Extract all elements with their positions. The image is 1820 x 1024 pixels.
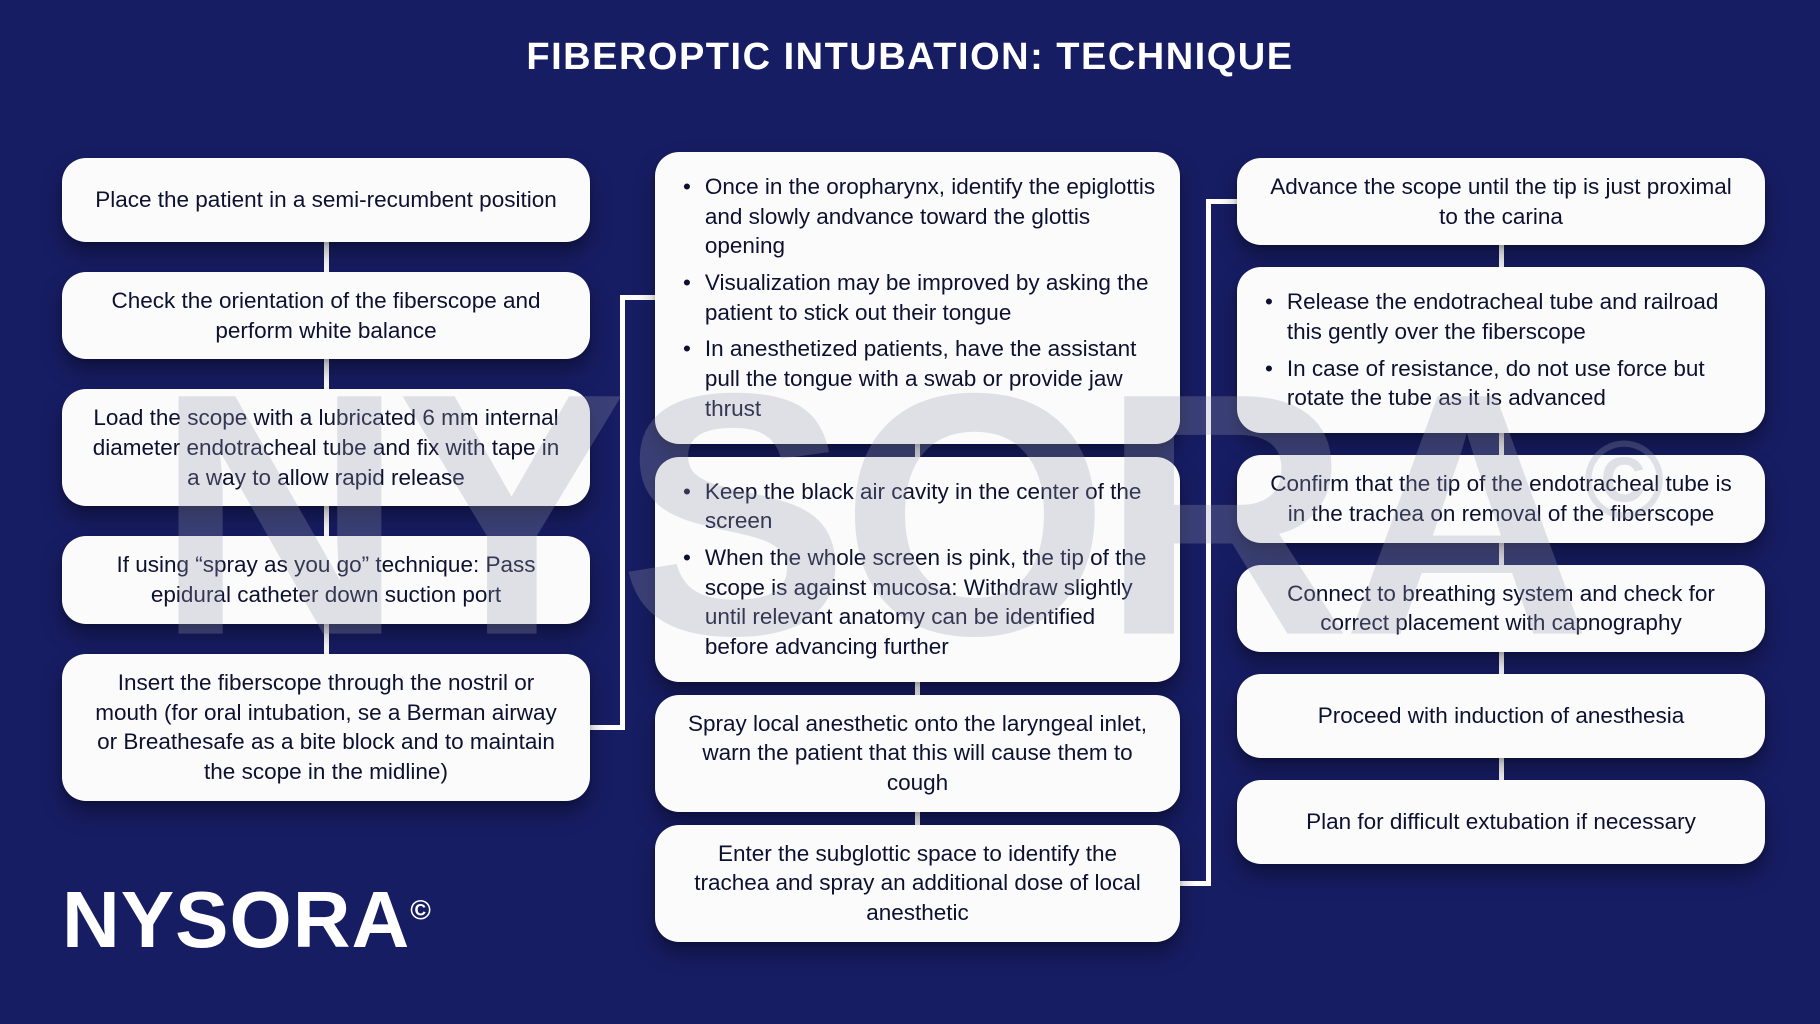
bullet-text: When the whole screen is pink, the tip o… (704, 544, 1147, 659)
flow-box: Confirm that the tip of the endotracheal… (1237, 455, 1765, 543)
column-left: Place the patient in a semi-recumbent po… (62, 158, 590, 801)
box-text: Check the orientation of the fiberscope … (111, 288, 541, 343)
flow-box: • Once in the oropharynx, identify the ep… (655, 152, 1180, 444)
bullet-icon: • (683, 174, 691, 199)
connector-line (590, 724, 625, 730)
flow-box: Proceed with induction of anesthesia (1237, 673, 1765, 758)
flow-box: Spray local anesthetic onto the laryngea… (655, 694, 1180, 812)
box-text: Spray local anesthetic onto the laryngea… (687, 710, 1148, 795)
flow-box: • Release the endotracheal tube and railr… (1237, 267, 1765, 434)
column-right: Advance the scope until the tip is just … (1237, 158, 1765, 864)
bullet-text: Visualization may be improved by asking … (704, 270, 1149, 325)
bullet-item: • Release the endotracheal tube and railr… (1265, 287, 1741, 346)
copyright-icon: © (410, 894, 432, 926)
bullet-text: Release the endotracheal tube and railro… (1286, 289, 1719, 345)
box-text: If using “spray as you go” technique: Pa… (116, 552, 536, 608)
flow-box: Connect to breathing system and check fo… (1237, 564, 1765, 652)
bullet-item: • Keep the black air cavity in the center… (683, 477, 1156, 536)
box-text: Place the patient in a semi-recumbent po… (95, 187, 557, 213)
bullet-item: • In anesthetized patients, have the assi… (683, 334, 1156, 423)
logo-text: NYSORA (62, 875, 411, 964)
bullet-item: • When the whole screen is pink, the tip … (683, 543, 1156, 662)
connector-line (1206, 199, 1211, 886)
box-text: Plan for difficult extubation if necessa… (1306, 809, 1696, 835)
flow-box: Insert the fiberscope through the nostri… (62, 653, 590, 801)
bullet-icon: • (683, 478, 691, 504)
flow-box: Check the orientation of the fiberscope … (62, 272, 590, 360)
bullet-text: Once in the oropharynx, identify the epi… (704, 174, 1156, 259)
flow-box: Place the patient in a semi-recumbent po… (62, 158, 590, 242)
flow-box: If using “spray as you go” technique: Pa… (62, 536, 590, 624)
box-text: Advance the scope until the tip is just … (1270, 174, 1732, 229)
connector-line (620, 295, 655, 301)
connector-line (1180, 880, 1211, 886)
box-text: Connect to breathing system and check fo… (1287, 580, 1715, 636)
bullet-icon: • (683, 336, 691, 362)
bullet-item: • Visualization may be improved by asking… (683, 268, 1156, 327)
box-text: Proceed with induction of anesthesia (1317, 703, 1685, 729)
bullet-item: • In case of resistance, do not use force… (1265, 354, 1741, 413)
bullet-item: • Once in the oropharynx, identify the ep… (683, 172, 1156, 261)
connector-line (620, 295, 625, 730)
bullet-icon: • (1265, 355, 1273, 381)
box-text: Insert the fiberscope through the nostri… (95, 669, 557, 784)
bullet-icon: • (683, 270, 691, 296)
flow-box: Load the scope with a lubricated 6 mm in… (62, 389, 590, 507)
flow-box: Enter the subglottic space to identify t… (655, 824, 1180, 942)
flow-box: • Keep the black air cavity in the center… (655, 456, 1180, 682)
bullet-text: In anesthetized patients, have the assis… (704, 336, 1137, 421)
nysora-logo: NYSORA© (62, 880, 432, 960)
bullet-icon: • (1265, 289, 1273, 315)
bullet-icon: • (683, 544, 691, 570)
column-middle: • Once in the oropharynx, identify the ep… (655, 152, 1180, 942)
box-text: Confirm that the tip of the endotracheal… (1270, 471, 1732, 526)
box-text: Enter the subglottic space to identify t… (694, 840, 1141, 926)
box-text: Load the scope with a lubricated 6 mm in… (92, 405, 560, 490)
bullet-text: Keep the black air cavity in the center … (704, 478, 1142, 534)
page-title: FIBEROPTIC INTUBATION: TECHNIQUE (526, 36, 1294, 78)
flow-box: Advance the scope until the tip is just … (1237, 158, 1765, 246)
bullet-text: In case of resistance, do not use force … (1286, 355, 1705, 411)
connector-line (1206, 199, 1237, 205)
flow-box: Plan for difficult extubation if necessa… (1237, 779, 1765, 864)
